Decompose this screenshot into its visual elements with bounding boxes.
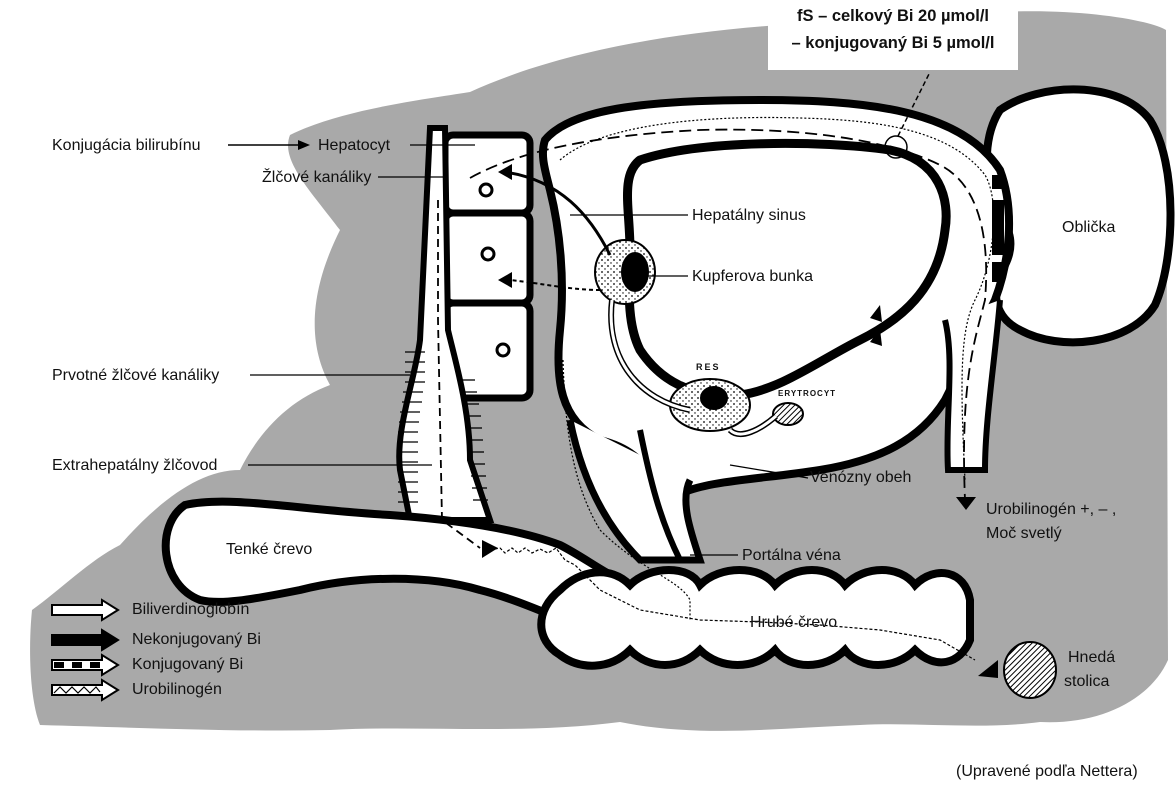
label-kidney: Oblička <box>1062 218 1115 237</box>
kidney-shape <box>987 89 1171 342</box>
hepatocyte-nucleus <box>497 344 509 356</box>
legend-label: Konjugovaný Bi <box>132 655 243 675</box>
res-cell-nucleus <box>700 386 728 410</box>
kidney-vessel-block <box>992 262 1004 282</box>
legend-item-conjugated-bi: Konjugovaný Bi <box>50 655 310 675</box>
erythrocyte-shape <box>773 403 803 425</box>
label-venous: Venózny obeh <box>810 468 911 487</box>
label-large-intestine: Hrubé črevo <box>750 613 837 632</box>
serum-values-box: fS – celkový Bi 20 µmol/l – konjugovaný … <box>768 0 1018 70</box>
label-source: (Upravené podľa Nettera) <box>956 762 1138 781</box>
hepatocyte-nucleus <box>480 184 492 196</box>
label-small-intestine: Tenké črevo <box>226 540 312 559</box>
label-kupffer: Kupferova bunka <box>692 267 813 286</box>
label-urine: Moč svetlý <box>986 524 1062 543</box>
label-portal-vein: Portálna véna <box>742 546 841 565</box>
legend-label: Biliverdinoglobín <box>132 600 249 620</box>
serum-conjugated-bi: – konjugovaný Bi 5 µmol/l <box>768 33 1018 54</box>
stool-shape <box>1004 642 1056 698</box>
kupffer-cell-nucleus <box>621 252 649 292</box>
label-primary-canaliculi: Prvotné žlčové kanáliky <box>52 366 219 385</box>
legend-item-biliverdinoglobin: Biliverdinoglobín <box>50 600 310 620</box>
label-extrahepatic-duct: Extrahepatálny žlčovod <box>52 456 217 475</box>
kidney-vessel-block <box>992 175 1004 189</box>
label-conjugation: Konjugácia bilirubínu <box>52 136 201 155</box>
label-stool: Hnedá <box>1068 648 1115 667</box>
label-hepatic-sinus: Hepatálny sinus <box>692 206 806 225</box>
legend-label: Urobilinogén <box>132 680 222 700</box>
label-hepatocyte: Hepatocyt <box>318 136 390 155</box>
legend-item-unconjugated-bi: Nekonjugovaný Bi <box>50 630 310 650</box>
serum-total-bi: fS – celkový Bi 20 µmol/l <box>768 6 1018 27</box>
label-urobilinogen: Urobilinogén +, – , <box>986 500 1116 519</box>
label-erythrocyte: ERYTROCYT <box>778 389 836 398</box>
legend-item-urobilinogen: Urobilinogén <box>50 680 310 700</box>
hepatocyte-nucleus <box>482 248 494 260</box>
label-stool-2: stolica <box>1064 672 1109 691</box>
label-res: RES <box>696 362 721 372</box>
legend-label: Nekonjugovaný Bi <box>132 630 261 650</box>
label-bile-canaliculi: Žlčové kanáliky <box>262 168 371 187</box>
